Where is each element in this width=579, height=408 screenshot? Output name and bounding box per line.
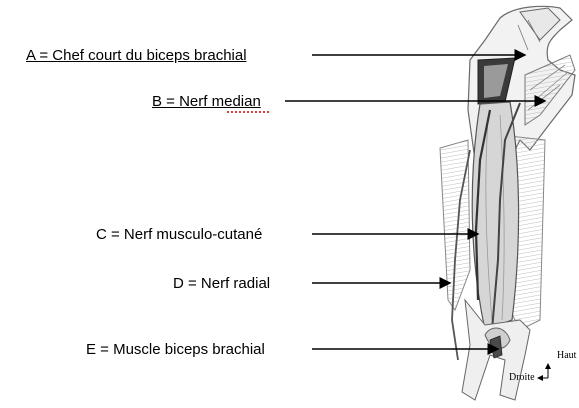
spellcheck-underline bbox=[227, 111, 271, 113]
label-e: E = Muscle biceps brachial bbox=[86, 342, 265, 357]
compass-haut-label: Haut bbox=[557, 351, 576, 361]
label-b: B = Nerf median bbox=[152, 94, 261, 109]
compass-droite-label: Droite bbox=[509, 373, 535, 383]
label-d: D = Nerf radial bbox=[173, 276, 270, 291]
label-c: C = Nerf musculo-cutané bbox=[96, 227, 262, 242]
label-a: A = Chef court du biceps brachial bbox=[26, 48, 247, 63]
